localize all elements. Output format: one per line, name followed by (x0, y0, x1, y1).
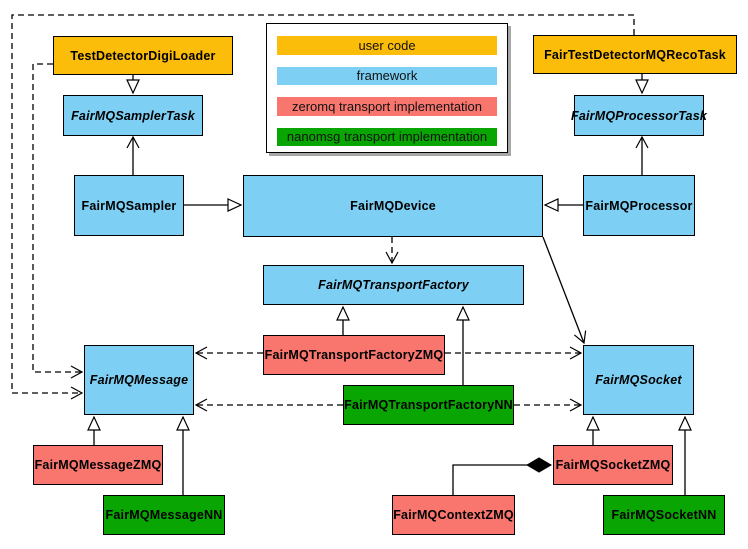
node-fairmqcontextzmq: FairMQContextZMQ (392, 495, 515, 535)
node-fairmqsocketnn: FairMQSocketNN (603, 495, 725, 535)
node-fairmqmessage: FairMQMessage (84, 345, 194, 415)
node-fairmqsocket: FairMQSocket (583, 345, 694, 415)
node-fairmqsamplertask: FairMQSamplerTask (63, 95, 203, 136)
legend-item-nanomsg: nanomsg transport implementation (277, 127, 497, 146)
edge-assoc-device-socket (542, 236, 587, 345)
node-fairmqdevice: FairMQDevice (243, 175, 543, 237)
legend-item-framework: framework (277, 66, 497, 85)
node-fairmqprocessortask: FairMQProcessorTask (571, 95, 707, 136)
node-fairmqsampler: FairMQSampler (74, 175, 184, 236)
node-fairmqprocessor: FairMQProcessor (583, 175, 695, 236)
legend-item-zeromq: zeromq transport implementation (277, 97, 497, 116)
edge-composition-contextzmq-socketzmq (452, 457, 552, 495)
node-fairmqmessagezmq: FairMQMessageZMQ (33, 445, 163, 485)
legend-item-user-code: user code (277, 36, 497, 55)
node-fairmqtransportfactory: FairMQTransportFactory (263, 265, 524, 305)
node-fairmqmessagenn: FairMQMessageNN (103, 495, 225, 535)
node-fairmqsocketzmq: FairMQSocketZMQ (553, 445, 673, 485)
node-fairmqtransportfactoryzmq: FairMQTransportFactoryZMQ (263, 335, 445, 375)
node-fairtestdetectormqrecotask: FairTestDetectorMQRecoTask (533, 35, 737, 74)
node-testdetectordigiloader: TestDetectorDigiLoader (53, 36, 233, 75)
legend-box: user code framework zeromq transport imp… (266, 23, 508, 153)
node-fairmqtransportfactorynn: FairMQTransportFactoryNN (343, 385, 514, 425)
